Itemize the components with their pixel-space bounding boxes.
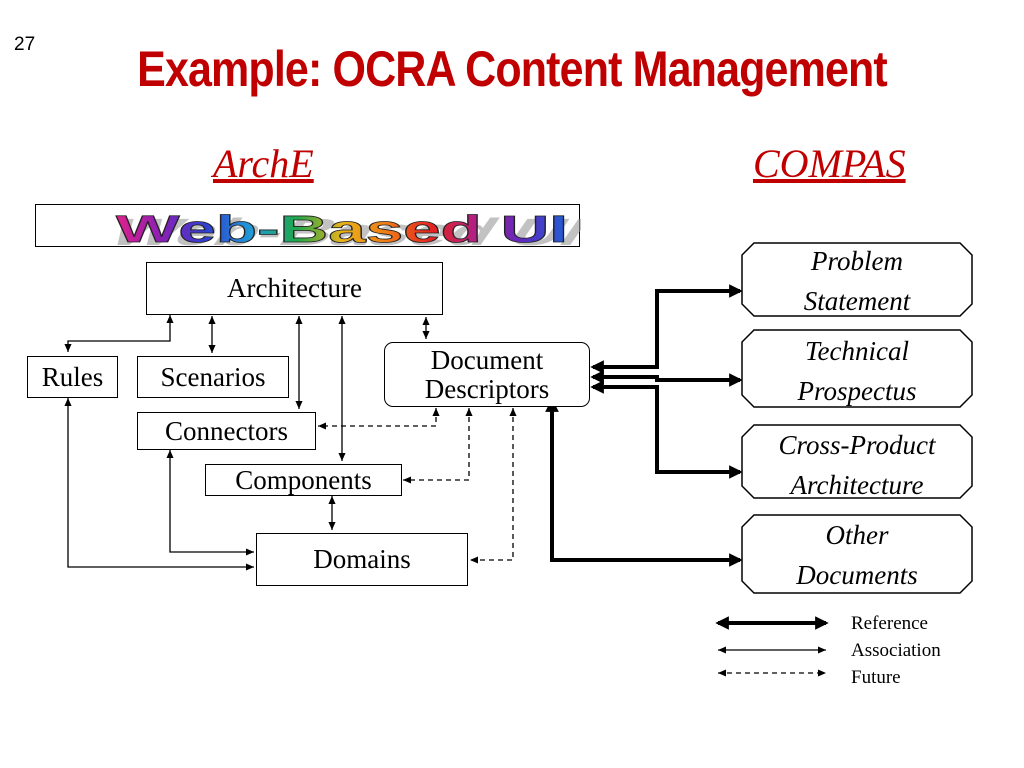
svg-text:Web-Based UI: Web-Based UI	[116, 209, 568, 248]
components-label: Components	[235, 464, 372, 495]
future-descriptors-domains	[470, 408, 517, 564]
connectors-box: Connectors	[137, 412, 316, 450]
components-box: Components	[205, 464, 402, 496]
doc-box-other-documents	[741, 514, 973, 594]
connectors-label: Connectors	[165, 415, 288, 446]
ref-descriptors-cross-product	[590, 380, 743, 479]
domains-label: Domains	[313, 544, 411, 574]
other-documents-label: Other Documents	[742, 515, 972, 595]
other-documents-line-1: Other	[825, 520, 889, 550]
web-based-ui-wordart: Web-Based UI Web-Based UI	[99, 209, 581, 248]
cross-product-line-1: Cross-Product	[778, 430, 936, 460]
assoc-rules-domains	[64, 398, 254, 571]
scenarios-label: Scenarios	[160, 361, 266, 392]
future-descriptors-connectors	[318, 408, 440, 430]
architecture-label: Architecture	[227, 273, 362, 303]
scenarios-box: Scenarios	[137, 356, 289, 398]
compas-heading: COMPAS	[753, 141, 906, 186]
ref-descriptors-problem-statement	[590, 284, 743, 374]
assoc-connectors-domains	[166, 450, 254, 556]
ref-descriptors-other-documents	[545, 398, 743, 567]
technical-prospectus-label: Technical Prospectus	[742, 331, 972, 411]
problem-statement-line-2: Statement	[803, 286, 911, 316]
document-descriptors-box: Document Descriptors	[384, 342, 590, 407]
doc-box-cross-product	[741, 424, 973, 499]
doc-box-technical-prospectus	[741, 329, 973, 408]
other-documents-line-2: Documents	[796, 560, 918, 590]
legend-association-label: Association	[851, 640, 941, 661]
svg-text:Web-Based UI: Web-Based UI	[99, 211, 581, 248]
architecture-box: Architecture	[146, 262, 443, 315]
rules-box: Rules	[27, 356, 118, 398]
cross-product-line-2: Architecture	[790, 470, 924, 500]
doc-box-problem-statement	[741, 242, 973, 317]
web-based-ui-box: Web-Based UI Web-Based UI	[35, 204, 581, 248]
assoc-architecture-rules	[64, 315, 174, 352]
future-descriptors-components	[403, 408, 473, 484]
cross-product-architecture-label: Cross-Product Architecture	[742, 425, 972, 505]
document-descriptors-line-2: Descriptors	[424, 373, 550, 404]
domains-box: Domains	[256, 533, 468, 586]
legend-future-label: Future	[851, 667, 901, 688]
technical-prospectus-line-2: Prospectus	[797, 376, 917, 406]
document-descriptors-line-1: Document	[430, 344, 544, 375]
legend-reference-label: Reference	[851, 613, 928, 634]
slide-number: 27	[14, 34, 36, 55]
problem-statement-line-1: Problem	[811, 246, 903, 276]
technical-prospectus-line-1: Technical	[805, 336, 909, 366]
ref-descriptors-technical-prospectus	[590, 370, 743, 387]
slide-title: Example: OCRA Content Management	[137, 41, 888, 97]
problem-statement-label: Problem Statement	[742, 241, 972, 321]
rules-label: Rules	[41, 361, 104, 392]
arche-heading: ArchE	[213, 141, 314, 186]
